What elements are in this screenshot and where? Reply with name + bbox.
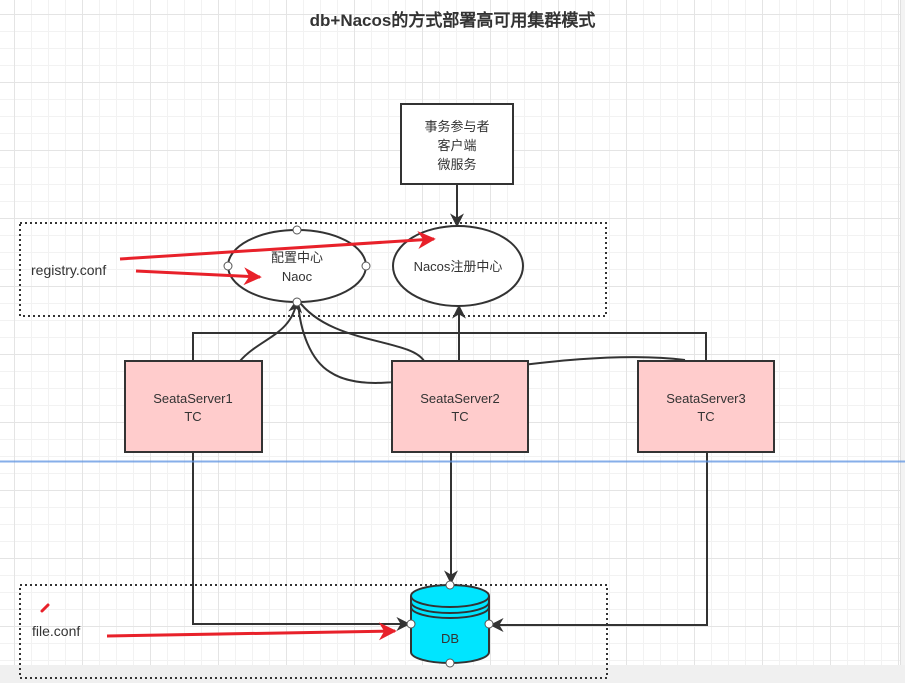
edge-server2-to-config[interactable]: [297, 299, 425, 362]
registry-conf-label[interactable]: registry.conf: [31, 262, 106, 278]
annotation-red-mark: [40, 603, 50, 613]
file-conf-label[interactable]: file.conf: [32, 623, 80, 639]
server-role: TC: [697, 409, 714, 424]
edge-server3-to-db[interactable]: [489, 452, 708, 632]
registry-center-label: Nacos注册中心: [414, 259, 503, 274]
client-label-line-1: 事务参与者: [424, 119, 489, 134]
annotation-arrow-file-to-db[interactable]: [106, 622, 397, 641]
edge-servers-bus-to-registry[interactable]: [192, 332, 707, 361]
config-center-node[interactable]: 配置中心 Naoc: [223, 225, 371, 307]
config-center-label-line-2: Naoc: [282, 269, 313, 284]
connection-point-left[interactable]: [223, 261, 233, 271]
client-label-line-3: 微服务: [437, 157, 476, 172]
seata-server-1[interactable]: SeataServer1 TC: [124, 360, 263, 453]
connection-point-top[interactable]: [445, 580, 455, 590]
connection-point-right[interactable]: [484, 619, 494, 629]
registry-center-node[interactable]: Nacos注册中心: [392, 225, 524, 307]
server-name: SeataServer3: [666, 391, 746, 406]
canvas-scroll-edge[interactable]: [900, 0, 905, 665]
db-label: DB: [441, 631, 459, 646]
annotation-arrow-registry-to-config[interactable]: [135, 267, 262, 286]
edge-server1-to-config[interactable]: [239, 298, 303, 362]
config-center-label-line-1: 配置中心: [271, 250, 323, 265]
seata-server-3[interactable]: SeataServer3 TC: [637, 360, 775, 453]
connection-point-bottom[interactable]: [292, 297, 302, 307]
db-node[interactable]: DB: [406, 580, 494, 668]
server-name: SeataServer2: [420, 391, 500, 406]
server-name: SeataServer1: [153, 391, 233, 406]
diagram-title[interactable]: db+Nacos的方式部署高可用集群模式: [309, 11, 596, 30]
client-node[interactable]: 事务参与者 客户端 微服务: [400, 103, 514, 185]
seata-server-2[interactable]: SeataServer2 TC: [391, 360, 529, 453]
annotation-arrow-registry-to-nacos[interactable]: [119, 231, 436, 261]
server-role: TC: [451, 409, 468, 424]
connection-point-top[interactable]: [292, 225, 302, 235]
client-label-line-2: 客户端: [437, 138, 476, 153]
connection-point-bottom[interactable]: [445, 658, 455, 668]
selection-guide-line: [0, 460, 905, 463]
connection-point-right[interactable]: [361, 261, 371, 271]
server-role: TC: [184, 409, 201, 424]
connection-point-left[interactable]: [406, 619, 416, 629]
edge-server1-to-db[interactable]: [192, 452, 411, 631]
